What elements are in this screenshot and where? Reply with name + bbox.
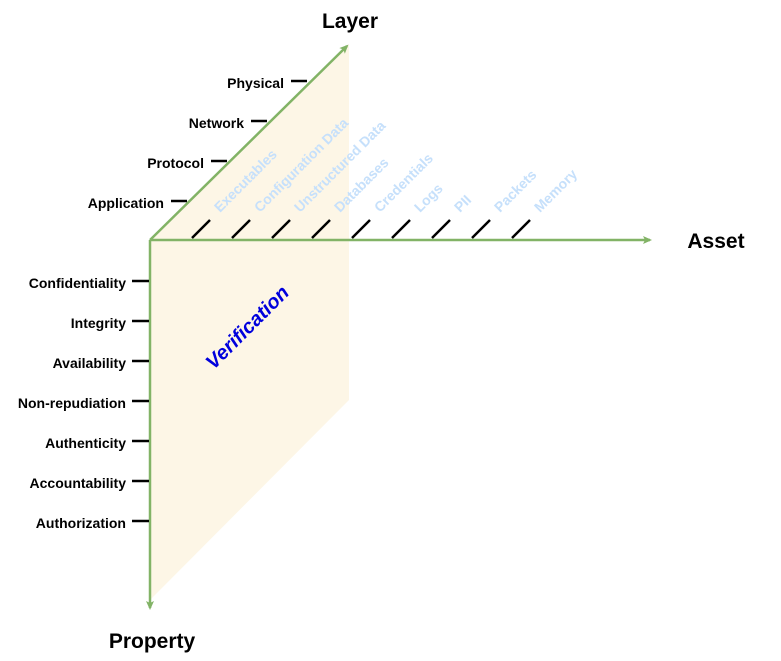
property-axis-title: Property xyxy=(109,630,196,653)
layer-axis-title: Layer xyxy=(322,10,378,33)
asset-tick xyxy=(351,219,371,239)
asset-tick xyxy=(271,219,291,239)
layer-axis xyxy=(149,44,349,241)
layer-ticks xyxy=(171,79,307,203)
property-label-non-repudiation: Non-repudiation xyxy=(18,395,126,411)
asset-label-logs: Logs xyxy=(411,180,446,215)
asset-tick xyxy=(311,219,331,239)
property-label-confidentiality: Confidentiality xyxy=(29,275,126,291)
layer-label-protocol: Protocol xyxy=(147,155,204,171)
asset-label-packets: Packets xyxy=(491,166,540,215)
property-label-accountability: Accountability xyxy=(30,475,127,491)
layer-labels: Application Protocol Network Physical xyxy=(88,75,284,211)
layer-label-application: Application xyxy=(88,195,164,211)
asset-tick xyxy=(511,219,531,239)
property-ticks xyxy=(132,279,149,523)
asset-tick xyxy=(471,219,491,239)
asset-ticks xyxy=(191,219,531,239)
asset-tick xyxy=(191,219,211,239)
property-label-authorization: Authorization xyxy=(36,515,126,531)
asset-label-memory: Memory xyxy=(531,166,580,215)
property-labels: Confidentiality Integrity Availability N… xyxy=(18,275,126,531)
asset-axis-title: Asset xyxy=(687,230,744,253)
asset-tick xyxy=(431,219,451,239)
asset-tick xyxy=(231,219,251,239)
asset-label-pii: PII xyxy=(451,192,474,215)
property-label-authenticity: Authenticity xyxy=(45,435,126,451)
verification-plane xyxy=(150,44,349,600)
property-label-integrity: Integrity xyxy=(71,315,126,331)
layer-label-physical: Physical xyxy=(227,75,284,91)
asset-tick xyxy=(391,219,411,239)
property-label-availability: Availability xyxy=(53,355,127,371)
layer-label-network: Network xyxy=(189,115,244,131)
